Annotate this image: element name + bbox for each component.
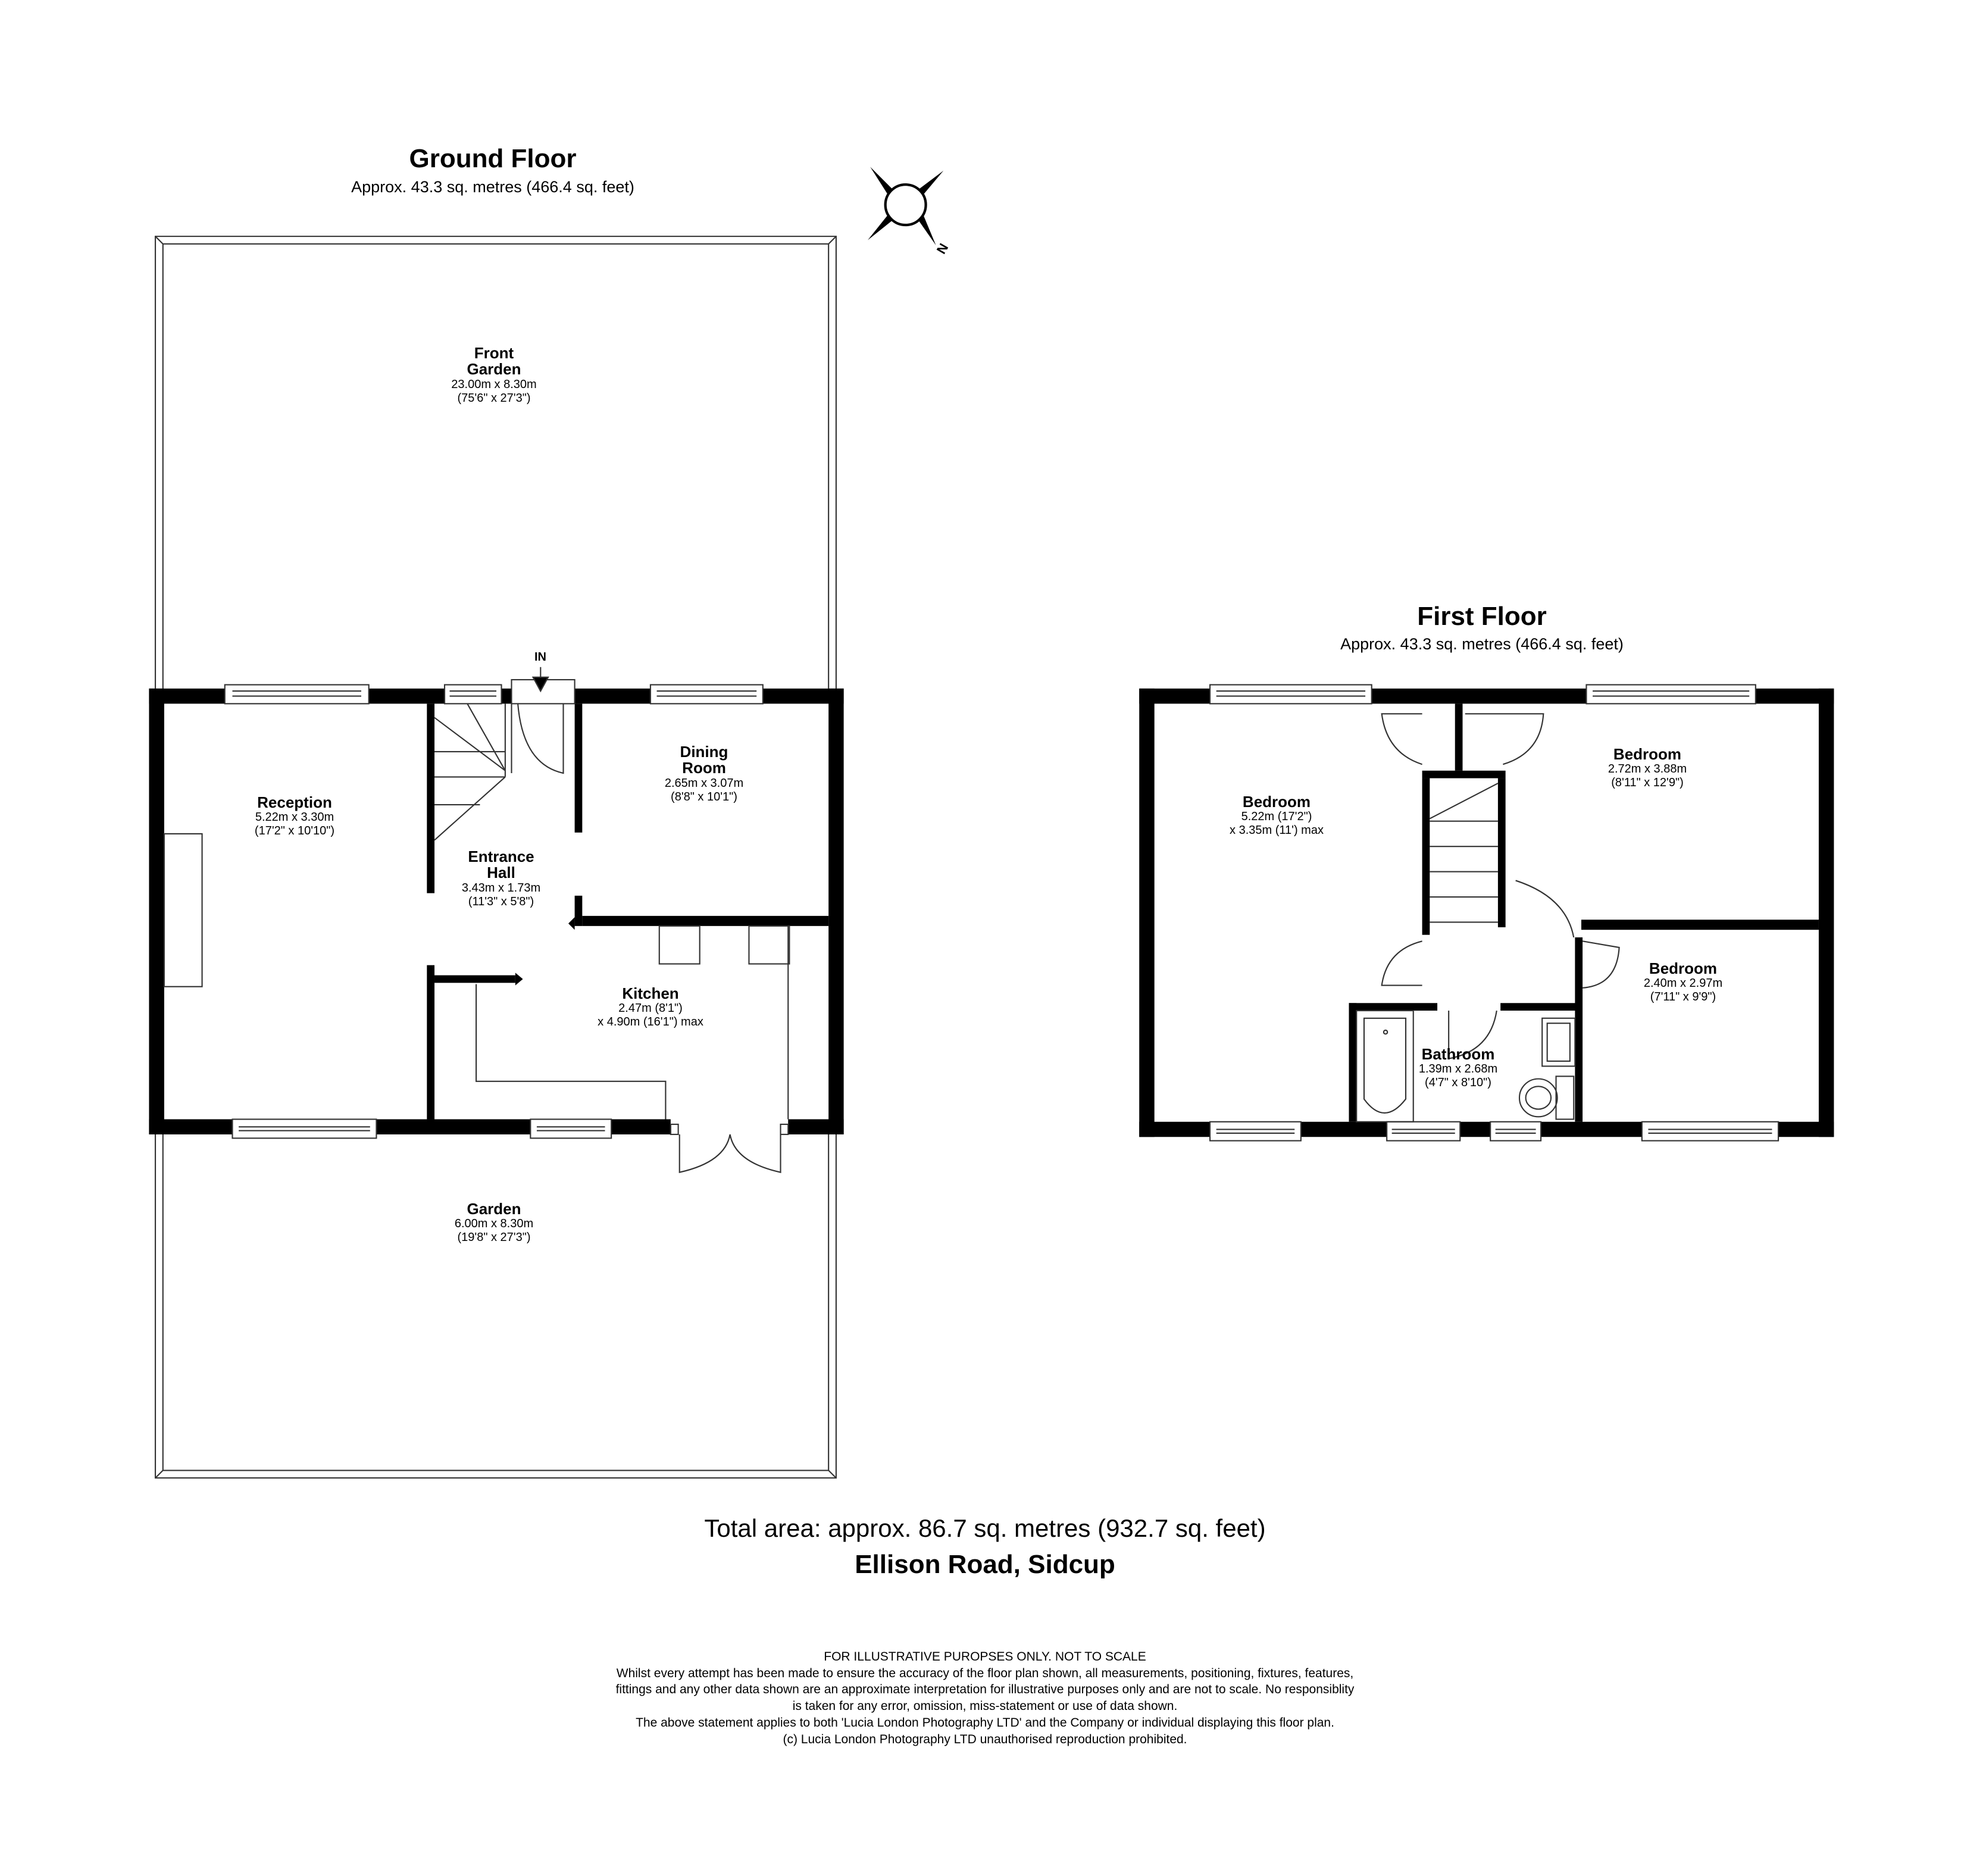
patio-doors: [670, 1123, 789, 1173]
window: [1209, 1121, 1302, 1142]
window: [530, 1118, 612, 1139]
ground-floor-title: Ground Floor: [409, 144, 577, 173]
room-bedroom-3: Bedroom 2.40m x 2.97m (7'11" x 9'9"): [1643, 959, 1723, 1004]
front-garden-boundary: [154, 236, 837, 689]
compass-rose-icon: [867, 167, 944, 245]
room-reception: Reception 5.22m x 3.30m (17'2" x 10'10"): [254, 793, 335, 838]
window: [232, 1118, 377, 1139]
room-kitchen: Kitchen 2.47m (8'1") x 4.90m (16'1") max: [598, 984, 703, 1029]
staircase: [1429, 783, 1499, 923]
window: [1585, 684, 1756, 705]
first-floor-area: Approx. 43.3 sq. metres (466.4 sq. feet): [1340, 635, 1624, 653]
window: [649, 684, 764, 705]
entrance-arrow-icon: [531, 667, 549, 693]
kitchen-units: [476, 925, 790, 1120]
first-floor-title: First Floor: [1417, 602, 1547, 631]
room-entrance-hall: Entrance Hall 3.43m x 1.73m (11'3" x 5'8…: [461, 848, 541, 908]
total-area: Total area: approx. 86.7 sq. metres (932…: [704, 1514, 1266, 1542]
window: [1386, 1121, 1461, 1142]
garden-boundary: [154, 1134, 837, 1479]
first-floor-walls: [1139, 688, 1834, 1137]
property-address: Ellison Road, Sidcup: [855, 1550, 1115, 1579]
room-bathroom: Bathroom 1.39m x 2.68m (4'7" x 8'10"): [1418, 1045, 1498, 1090]
bath: [1356, 1009, 1414, 1123]
front-door: [511, 679, 576, 774]
disclaimer: FOR ILLUSTRATIVE PUROPSES ONLY. NOT TO S…: [615, 1650, 1355, 1746]
chimney-breast: [163, 833, 203, 987]
room-dining-room: Dining Room 2.65m x 3.07m (8'8" x 10'1"): [664, 743, 744, 803]
entrance-label: IN: [534, 651, 546, 664]
ground-floor-walls: [149, 688, 844, 1134]
ground-floor-area: Approx. 43.3 sq. metres (466.4 sq. feet): [351, 178, 634, 196]
window: [224, 684, 370, 705]
window: [1209, 684, 1372, 705]
door: [1381, 713, 1620, 1059]
toilet: [1518, 1075, 1575, 1120]
room-bedroom-1: Bedroom 5.22m (17'2") x 3.35m (11') max: [1230, 793, 1324, 837]
room-garden: Garden 6.00m x 8.30m (19'8" x 27'3"): [454, 1200, 534, 1245]
room-front-garden: Front Garden 23.00m x 8.30m (75'6" x 27'…: [451, 344, 537, 405]
staircase: [434, 703, 512, 841]
room-bedroom-2: Bedroom 2.72m x 3.88m (8'11" x 12'9"): [1608, 745, 1687, 790]
window: [1641, 1121, 1780, 1142]
window: [1490, 1121, 1542, 1142]
basin: [1541, 1017, 1576, 1067]
window: [443, 684, 502, 705]
